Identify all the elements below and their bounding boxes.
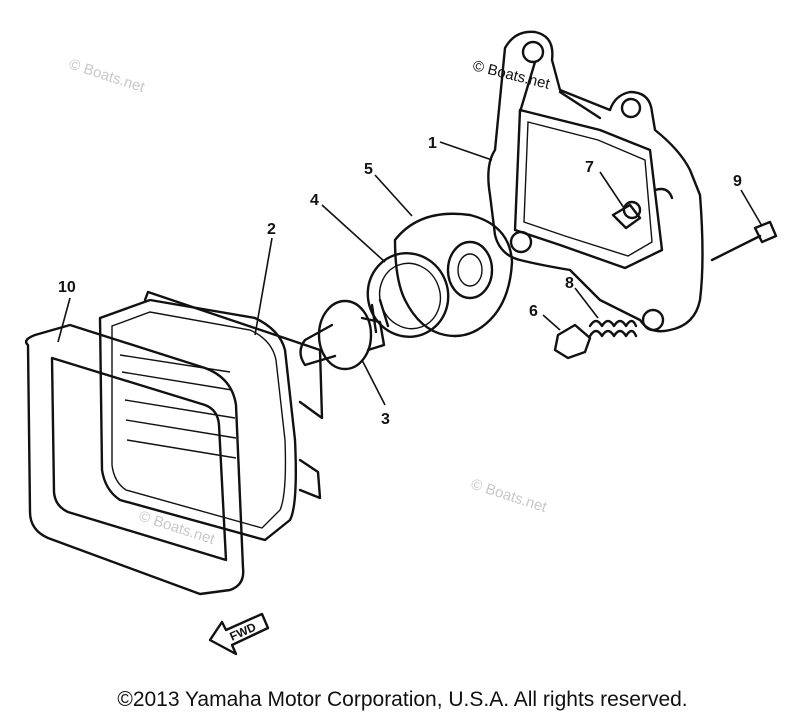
- part-3-bulb: [299, 299, 386, 371]
- callout-7: 7: [585, 159, 594, 176]
- leader-line-6: [542, 314, 561, 331]
- leader-line-4: [321, 204, 386, 263]
- part-2-headlight-unit: [98, 290, 324, 542]
- part-9-bolt: [710, 220, 778, 262]
- callout-2: 2: [267, 221, 276, 238]
- callout-1: 1: [428, 135, 437, 152]
- leader-line-3: [361, 359, 386, 406]
- callout-9: 9: [733, 173, 742, 190]
- part-6-nut: [553, 323, 592, 360]
- callout-3: 3: [381, 411, 390, 428]
- callout-5: 5: [364, 161, 373, 178]
- callout-10: 10: [58, 279, 76, 296]
- part-4-ring: [366, 252, 450, 338]
- part-7-screw: [611, 200, 642, 230]
- leader-line-2: [254, 237, 273, 336]
- watermark: © Boats.net: [137, 508, 218, 549]
- leader-line-8: [574, 287, 599, 319]
- leader-line-5: [374, 174, 413, 217]
- leader-line-7: [599, 171, 625, 209]
- leader-line-1: [439, 141, 493, 161]
- part-8-spring: [588, 319, 638, 338]
- callout-4: 4: [310, 192, 319, 209]
- watermark: © Boats.net: [469, 476, 550, 517]
- watermark: © Boats.net: [67, 56, 148, 97]
- watermark: © Boats.net: [471, 57, 552, 93]
- copyright-notice: ©2013 Yamaha Motor Corporation, U.S.A. A…: [117, 688, 688, 711]
- part-10-rim: [24, 323, 245, 596]
- forward-arrow-icon: FWD: [208, 612, 270, 656]
- exploded-parts-diagram: © Boats.net © Boats.net © Boats.net © Bo…: [24, 30, 778, 656]
- leader-line-10: [57, 297, 71, 343]
- part-5-cover: [393, 212, 514, 338]
- callout-6: 6: [529, 303, 538, 320]
- part-1-bracket: [487, 30, 704, 333]
- callout-8: 8: [565, 275, 574, 292]
- leader-line-9: [740, 189, 763, 227]
